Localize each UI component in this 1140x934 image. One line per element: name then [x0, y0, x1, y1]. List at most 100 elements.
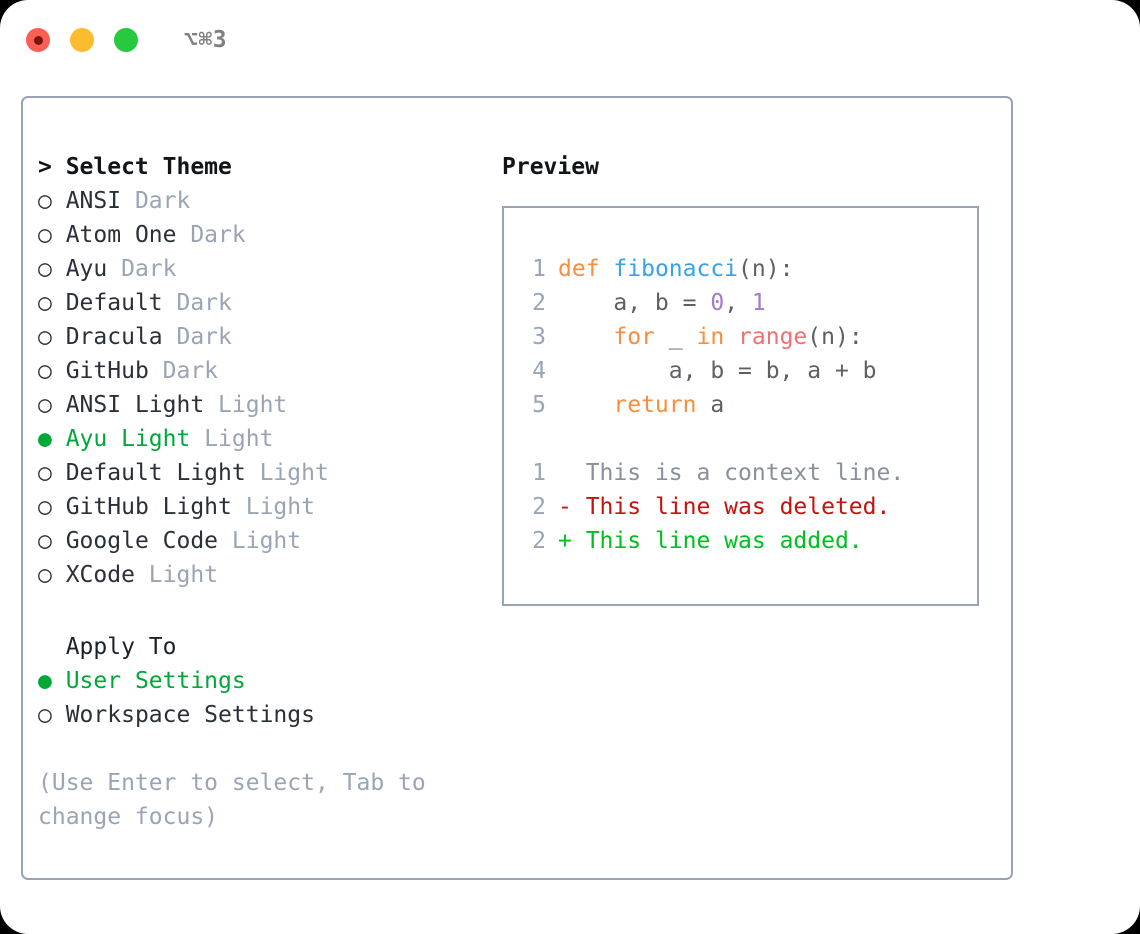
radio-unselected-icon: ○ — [38, 392, 52, 418]
hint-spacer — [38, 732, 478, 766]
radio-unselected-icon: ○ — [38, 324, 52, 350]
minimize-button[interactable] — [70, 28, 94, 52]
section-spacer — [38, 592, 478, 630]
code-token-fn: fibonacci — [613, 256, 739, 282]
theme-list[interactable]: ○ ANSI Dark○ Atom One Dark○ Ayu Dark○ De… — [38, 184, 478, 592]
theme-variant-tag: Light — [218, 528, 302, 554]
code-token-num: 0 — [710, 290, 725, 316]
theme-option-default[interactable]: ○ Default Dark — [38, 286, 478, 320]
maximize-button[interactable] — [114, 28, 138, 52]
line-number: 4 — [532, 358, 546, 384]
theme-option-dracula[interactable]: ○ Dracula Dark — [38, 320, 478, 354]
theme-variant-tag: Light — [231, 494, 315, 520]
radio-selected-icon: ● — [38, 668, 52, 694]
code-token-kw: return — [613, 392, 697, 418]
diff-text: This is a context line. — [571, 460, 905, 486]
diff-line-context: 1 This is a context line. — [520, 456, 977, 490]
theme-option-label: ANSI Light — [51, 392, 205, 418]
line-number: 1 — [532, 256, 546, 282]
theme-option-label: Default Light — [51, 460, 246, 486]
radio-unselected-icon: ○ — [38, 290, 52, 316]
theme-option-label: Atom One — [51, 222, 177, 248]
code-line: 2 a, b = 0, 1 — [520, 286, 977, 320]
line-number: 3 — [532, 324, 546, 350]
diff-line-added: 2+ This line was added. — [520, 524, 977, 558]
theme-variant-tag: Dark — [162, 324, 232, 350]
dialog-columns: > Select Theme ○ ANSI Dark○ Atom One Dar… — [23, 98, 1011, 878]
code-token-pl — [600, 256, 614, 282]
keyboard-shortcut-label: ⌥⌘3 — [184, 27, 228, 53]
traffic-lights — [26, 28, 138, 52]
code-token-pl: a, b = — [558, 290, 711, 316]
close-button[interactable] — [26, 28, 50, 52]
diff-line-deleted: 2- This line was deleted. — [520, 490, 977, 524]
apply-to-list[interactable]: ● User Settings○ Workspace Settings — [38, 664, 478, 732]
diff-spacer — [520, 422, 977, 456]
radio-unselected-icon: ○ — [38, 562, 52, 588]
theme-variant-tag: Dark — [121, 188, 191, 214]
theme-variant-tag: Dark — [107, 256, 177, 282]
radio-unselected-icon: ○ — [38, 188, 52, 214]
radio-unselected-icon: ○ — [38, 460, 52, 486]
theme-option-ayu[interactable]: ○ Ayu Dark — [38, 252, 478, 286]
theme-option-atom-one[interactable]: ○ Atom One Dark — [38, 218, 478, 252]
code-line: 3 for _ in range(n): — [520, 320, 977, 354]
code-token-bi: range — [738, 324, 808, 350]
theme-option-ayu-light[interactable]: ● Ayu Light Light — [38, 422, 478, 456]
theme-option-ansi[interactable]: ○ ANSI Dark — [38, 184, 478, 218]
code-token-kw: in — [696, 324, 725, 350]
code-token-pl: a — [696, 392, 725, 418]
diff-sign: - — [558, 494, 572, 520]
line-number: 2 — [532, 494, 546, 520]
line-number: 1 — [532, 460, 546, 486]
radio-unselected-icon: ○ — [38, 494, 52, 520]
code-token-kw: def — [558, 256, 600, 282]
theme-option-google-code[interactable]: ○ Google Code Light — [38, 524, 478, 558]
code-token-pl — [724, 324, 738, 350]
code-token-pl — [558, 324, 613, 350]
code-token-pl: a, b = b, a + b — [558, 358, 877, 384]
diff-sample: 1 This is a context line.2- This line wa… — [520, 456, 977, 558]
theme-variant-tag: Dark — [148, 358, 219, 384]
theme-option-github-light[interactable]: ○ GitHub Light Light — [38, 490, 478, 524]
diff-sign: + — [558, 528, 572, 554]
title-bar: ⌥⌘3 — [0, 0, 1140, 80]
radio-selected-icon: ● — [38, 426, 52, 452]
radio-unselected-icon: ○ — [38, 702, 52, 728]
theme-option-label: Ayu — [51, 256, 108, 282]
theme-option-github[interactable]: ○ GitHub Dark — [38, 354, 478, 388]
apply-to-heading: Apply To — [38, 634, 177, 660]
theme-option-label: Ayu Light — [51, 426, 191, 452]
theme-option-label: XCode — [51, 562, 135, 588]
theme-option-label: ANSI — [51, 188, 122, 214]
radio-unselected-icon: ○ — [38, 528, 52, 554]
code-token-kw: for — [613, 324, 655, 350]
apply-target-user-settings[interactable]: ● User Settings — [38, 664, 478, 698]
theme-option-label: Dracula — [51, 324, 163, 350]
code-line: 4 a, b = b, a + b — [520, 354, 977, 388]
apply-target-workspace-settings[interactable]: ○ Workspace Settings — [38, 698, 478, 732]
radio-unselected-icon: ○ — [38, 358, 52, 384]
theme-option-xcode[interactable]: ○ XCode Light — [38, 558, 478, 592]
theme-variant-tag: Light — [245, 460, 329, 486]
radio-unselected-icon: ○ — [38, 222, 52, 248]
code-token-pl — [558, 392, 613, 418]
code-token-pl: (n): — [807, 324, 863, 350]
code-token-pl: _ — [654, 324, 697, 350]
theme-variant-tag: Dark — [162, 290, 232, 316]
theme-variant-tag: Light — [204, 392, 288, 418]
theme-option-default-light[interactable]: ○ Default Light Light — [38, 456, 478, 490]
theme-variant-tag: Light — [134, 562, 219, 588]
code-token-num: 1 — [751, 290, 766, 316]
theme-option-ansi-light[interactable]: ○ ANSI Light Light — [38, 388, 478, 422]
apply-target-label: User Settings — [51, 668, 246, 694]
apply-target-label: Workspace Settings — [51, 702, 315, 728]
code-token-pl: , — [724, 290, 752, 316]
theme-option-label: Google Code — [51, 528, 219, 554]
theme-option-label: GitHub — [51, 358, 149, 384]
theme-option-label: Default — [51, 290, 163, 316]
